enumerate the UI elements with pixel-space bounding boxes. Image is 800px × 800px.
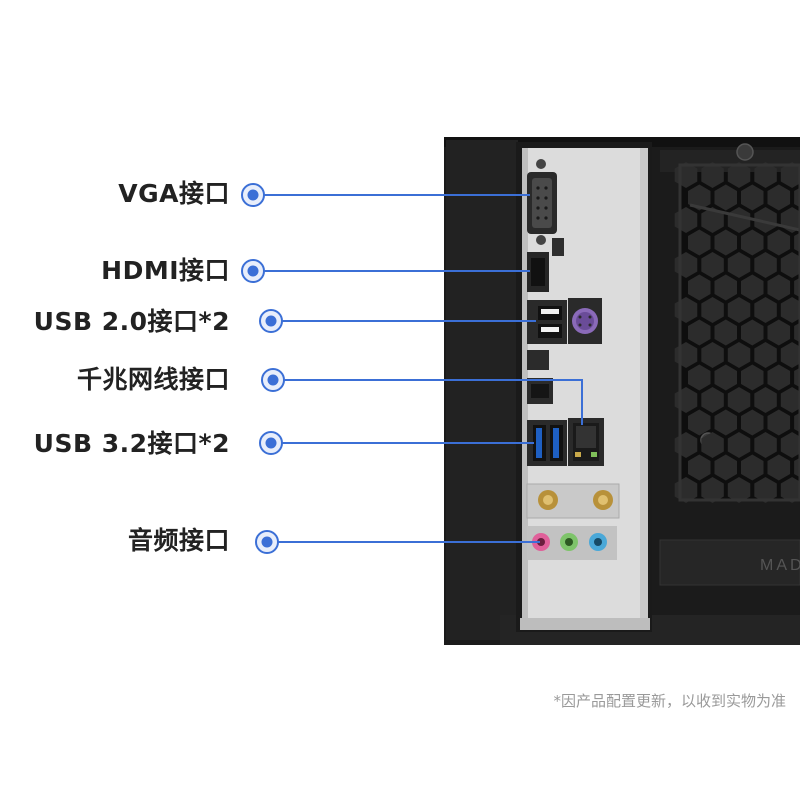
callout-bullet-dot [247, 265, 259, 277]
vga-port [527, 159, 557, 245]
callout-bullet-dot [261, 536, 273, 548]
callout-label-hdmi: HDMI接口 [101, 256, 230, 285]
lan-port [568, 418, 604, 466]
fan-grille [660, 143, 800, 503]
callout-label-audio: 音频接口 [127, 526, 230, 555]
callout-line-lan [273, 379, 583, 425]
callout-label-lan: 千兆网线接口 [76, 365, 230, 394]
callout-bullet-dot [247, 189, 259, 201]
hdmi-port [527, 238, 564, 292]
misc-connector [527, 350, 553, 404]
chassis-marking: MADE [760, 557, 800, 574]
callout-label-vga: VGA接口 [118, 179, 230, 208]
callout-label-usb2: USB 2.0接口*2 [33, 307, 230, 336]
callout-bullet-dot [267, 374, 279, 386]
callout-bullet-dot [265, 315, 277, 327]
usb32-ports [527, 420, 567, 466]
callout-bullet-dot [265, 437, 277, 449]
callout-label-usb32: USB 3.2接口*2 [33, 429, 230, 458]
callout-layer [241, 183, 583, 554]
ps2-port [568, 298, 602, 344]
audio-jacks [527, 526, 617, 560]
footnote: *因产品配置更新，以收到实物为准 [553, 692, 786, 710]
wifi-antenna-connectors [526, 483, 620, 519]
screw-icon [736, 143, 754, 161]
